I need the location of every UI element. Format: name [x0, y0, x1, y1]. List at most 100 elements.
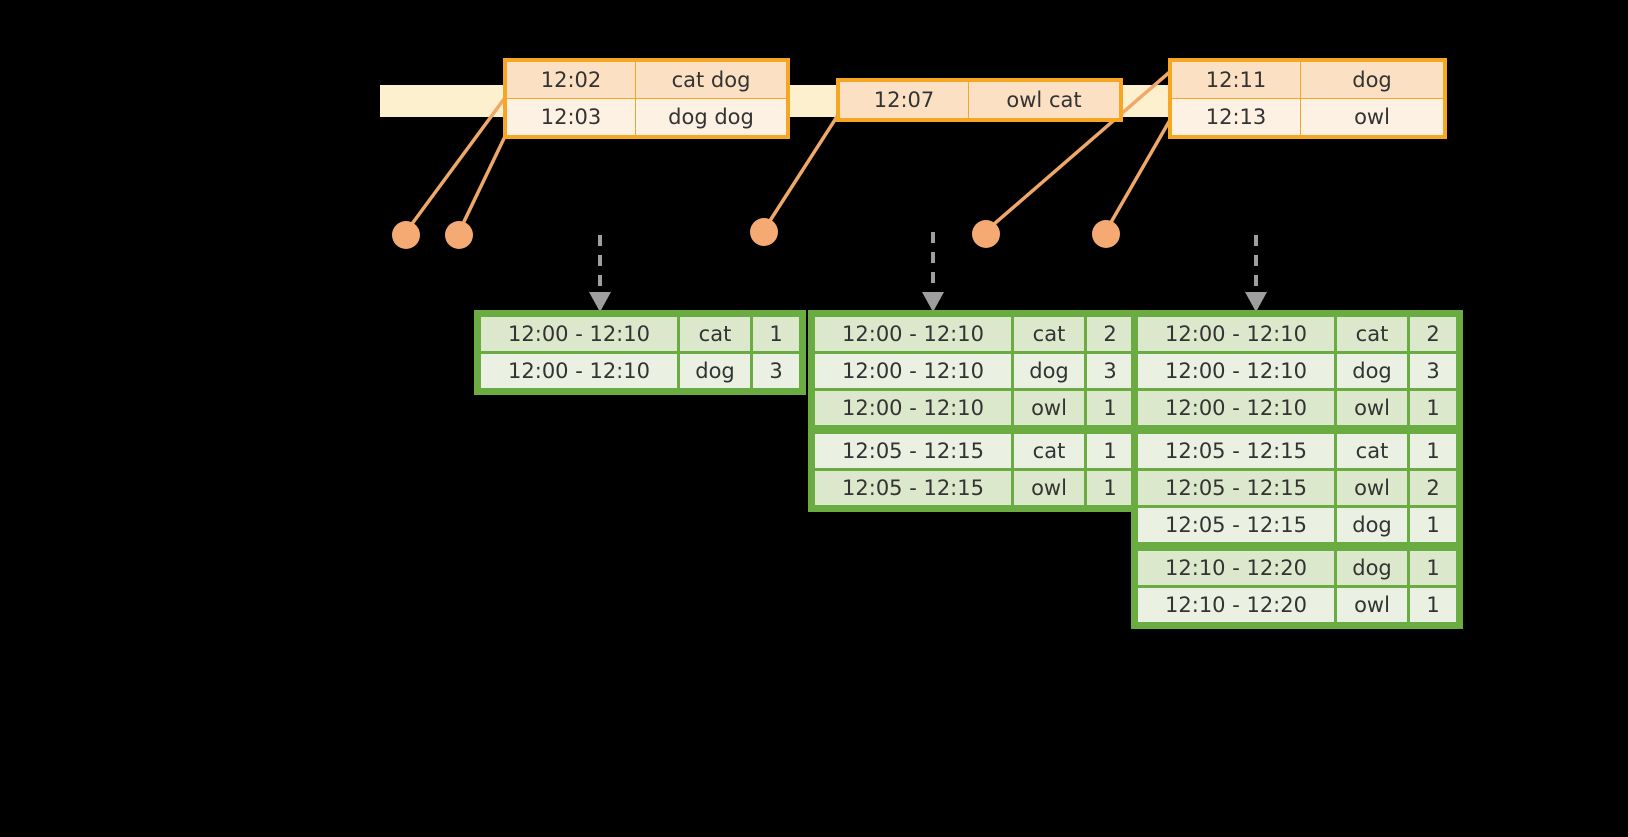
event-row: 12:03 dog dog: [506, 98, 787, 136]
window-cell: 12:05 - 12:15: [1138, 508, 1334, 542]
key-cell: dog: [680, 354, 750, 388]
event-group-2-table: 12:07 owl cat: [839, 81, 1120, 119]
window-cell: 12:00 - 12:10: [1138, 391, 1334, 425]
event-row: 12:07 owl cat: [839, 81, 1120, 119]
window-cell: 12:00 - 12:10: [481, 354, 677, 388]
window-cell: 12:05 - 12:15: [1138, 471, 1334, 505]
window-group-separator: [815, 428, 1133, 431]
window-cell: 12:00 - 12:10: [481, 317, 677, 351]
event-group-3: 12:11 dog 12:13 owl: [1168, 58, 1447, 139]
event-group-1: 12:02 cat dog 12:03 dog dog: [503, 58, 790, 139]
connector-dot-1: [392, 221, 420, 249]
event-row: 12:02 cat dog: [506, 61, 787, 99]
event-values: owl: [1300, 98, 1444, 136]
window-group-separator: [1138, 428, 1456, 431]
event-time: 12:07: [839, 81, 969, 119]
key-cell: dog: [1337, 354, 1407, 388]
event-values: dog dog: [635, 98, 787, 136]
count-cell: 2: [1410, 317, 1456, 351]
window-cell: 12:00 - 12:10: [815, 391, 1011, 425]
window-cell: 12:05 - 12:15: [815, 471, 1011, 505]
key-cell: cat: [1014, 317, 1084, 351]
count-cell: 3: [1410, 354, 1456, 388]
key-cell: owl: [1337, 588, 1407, 622]
event-group-2: 12:07 owl cat: [836, 78, 1123, 122]
count-cell: 1: [1410, 434, 1456, 468]
connector-dots: [392, 218, 1120, 249]
connector-dot-2: [445, 221, 473, 249]
count-cell: 2: [1410, 471, 1456, 505]
window-group-separator: [1138, 545, 1456, 548]
key-cell: cat: [1337, 317, 1407, 351]
event-group-1-table: 12:02 cat dog 12:03 dog dog: [506, 61, 787, 136]
connector-dot-3: [750, 218, 778, 246]
key-cell: cat: [680, 317, 750, 351]
down-arrows: [598, 232, 1258, 292]
count-cell: 1: [1087, 434, 1133, 468]
event-row: 12:11 dog: [1171, 61, 1444, 99]
count-cell: 3: [753, 354, 799, 388]
key-cell: owl: [1337, 471, 1407, 505]
window-group-separator-cell: [1138, 545, 1456, 548]
key-cell: owl: [1014, 391, 1084, 425]
window-cell: 12:00 - 12:10: [1138, 354, 1334, 388]
count-cell: 3: [1087, 354, 1133, 388]
connector-dot-5: [1092, 220, 1120, 248]
count-cell: 1: [753, 317, 799, 351]
key-cell: owl: [1014, 471, 1084, 505]
count-cell: 1: [1410, 391, 1456, 425]
down-arrow-to-table-1-head: [589, 292, 611, 312]
connector-line-1: [404, 93, 509, 234]
event-values: cat dog: [635, 61, 787, 99]
window-cell: 12:00 - 12:10: [815, 354, 1011, 388]
count-cell: 1: [1410, 551, 1456, 585]
key-cell: dog: [1014, 354, 1084, 388]
window-cell: 12:05 - 12:15: [1138, 434, 1334, 468]
count-cell: 1: [1087, 471, 1133, 505]
connector-lines: [404, 68, 1174, 234]
count-cell: 1: [1087, 391, 1133, 425]
connector-line-2: [457, 126, 511, 234]
count-cell: 1: [1410, 508, 1456, 542]
event-values: dog: [1300, 61, 1444, 99]
event-values: owl cat: [968, 81, 1120, 119]
event-time: 12:13: [1171, 98, 1301, 136]
window-cell: 12:00 - 12:10: [815, 317, 1011, 351]
connector-line-5: [1104, 118, 1172, 233]
connector-line-3: [762, 110, 842, 232]
window-group-separator-cell: [1138, 428, 1456, 431]
key-cell: owl: [1337, 391, 1407, 425]
window-cell: 12:00 - 12:10: [1138, 317, 1334, 351]
event-time: 12:11: [1171, 61, 1301, 99]
key-cell: cat: [1014, 434, 1084, 468]
down-arrow-to-table-2-head: [922, 292, 944, 312]
count-cell: 1: [1410, 588, 1456, 622]
down-arrow-to-table-3-head: [1245, 292, 1267, 312]
window-cell: 12:05 - 12:15: [815, 434, 1011, 468]
down-arrow-heads: [589, 292, 1267, 312]
